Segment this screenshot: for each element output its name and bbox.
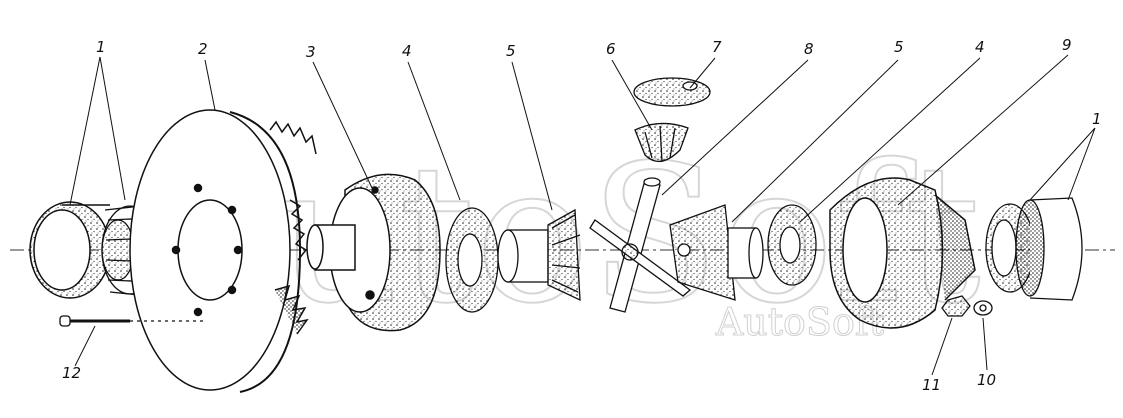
lock-washer-10 (973, 300, 993, 316)
callout-3: 3 (306, 43, 316, 61)
callout-5-right: 5 (894, 38, 904, 56)
callout-1-right: 1 (1092, 110, 1102, 128)
nut-11 (941, 295, 971, 317)
ring-gear (129, 109, 317, 393)
side-gear-right (669, 204, 764, 301)
case-half-right (829, 177, 976, 329)
callout-4-left: 4 (402, 42, 412, 60)
callout-10: 10 (977, 371, 997, 389)
thrust-washer-right (767, 204, 817, 286)
case-half-left (306, 173, 441, 332)
bearing-right (985, 197, 1083, 301)
callout-4-right: 4 (975, 38, 985, 56)
bolt-12 (59, 315, 205, 327)
pinion-washer (633, 77, 711, 107)
spider-cross (589, 177, 692, 313)
bearing-cup-left (29, 201, 111, 299)
callout-5-left: 5 (506, 42, 516, 60)
side-gear-left (497, 208, 581, 302)
callout-6: 6 (606, 40, 616, 58)
callout-1-left: 1 (96, 38, 106, 56)
callout-7: 7 (712, 38, 722, 56)
callout-9: 9 (1062, 36, 1072, 54)
callout-11: 11 (922, 376, 942, 394)
leader-lines (69, 54, 1096, 376)
callout-2: 2 (198, 40, 208, 58)
callout-8: 8 (804, 40, 814, 58)
thrust-washer-left (445, 207, 499, 313)
callout-12: 12 (62, 364, 82, 382)
pinion-gear (634, 122, 689, 163)
